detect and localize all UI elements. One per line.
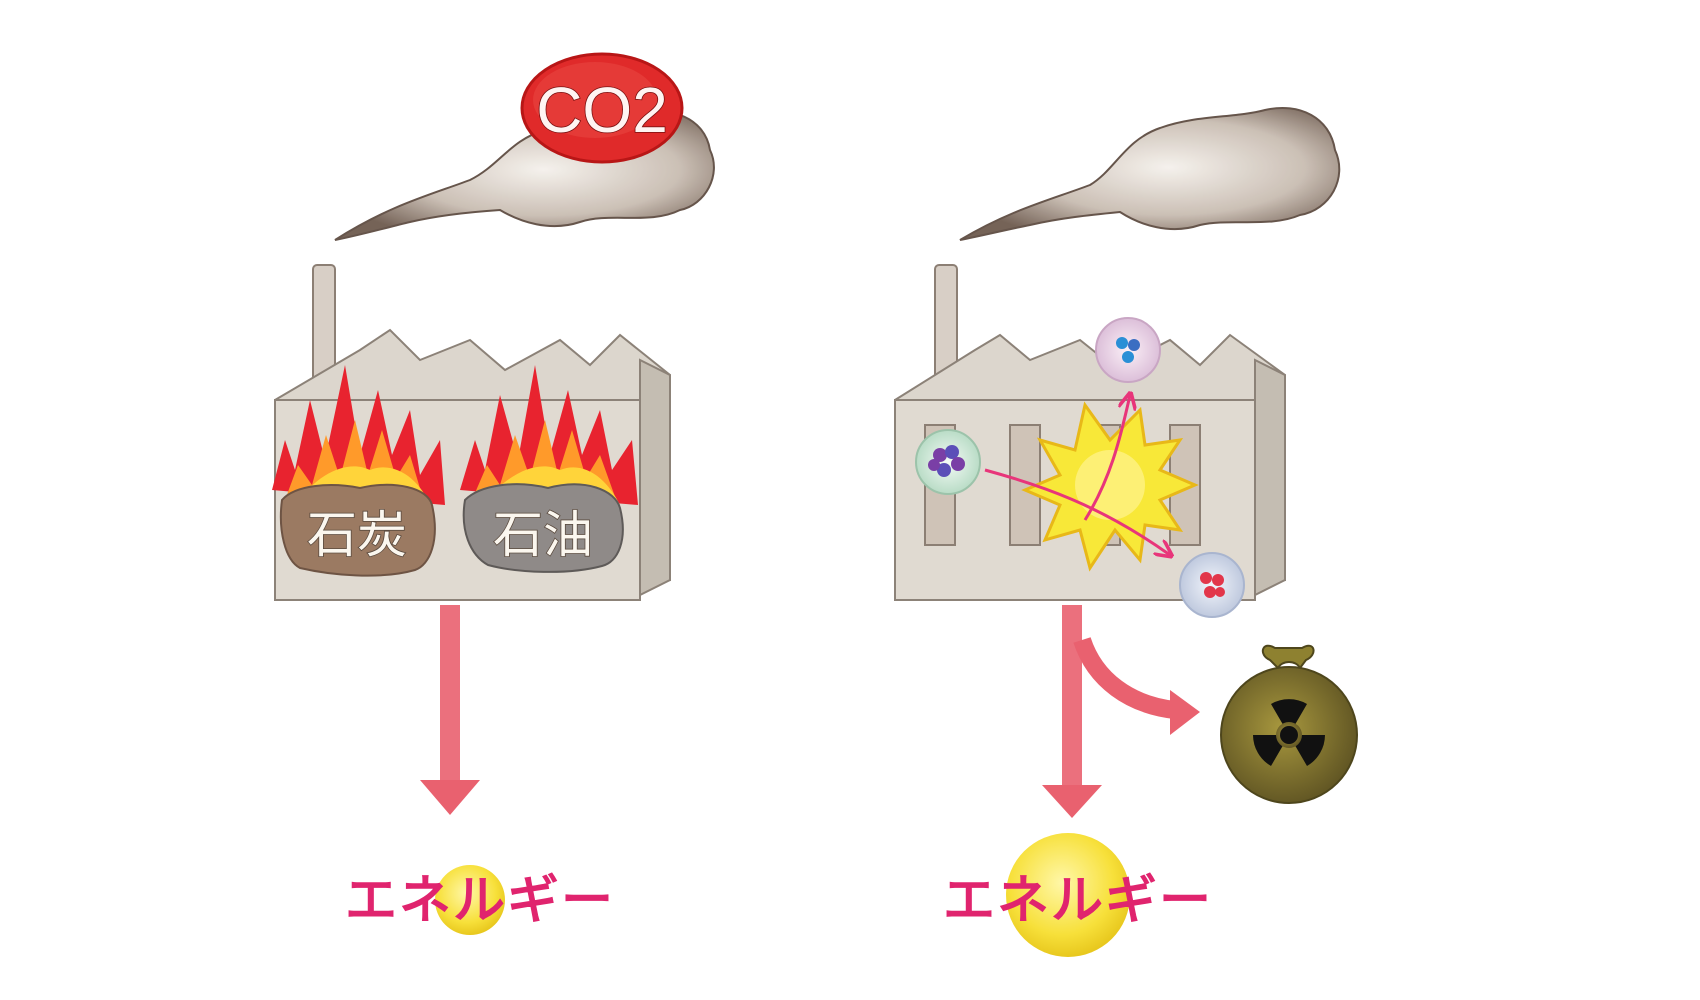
energy-label-right: エネルギー [943,871,1213,931]
smoke-cloud-icon [959,106,1341,241]
arrow-icon [1042,605,1200,818]
coal-pile: 石炭 [279,483,436,577]
atom-icon [1179,552,1245,618]
explosion-icon [1021,401,1199,572]
co2-badge: CO2 [520,52,684,164]
oil-pile: 石油 [462,483,624,573]
right-panel: エネルギー [894,106,1358,957]
left-panel: CO2 石炭 石油 [272,52,715,935]
energy-orb-icon [435,865,505,935]
radioactive-waste-bag-icon [1220,644,1358,804]
atom-icon [1095,317,1161,383]
fuel-label-oil: 石油 [493,506,593,564]
energy-label-left: エネルギー [345,871,615,931]
reaction-arrows [984,395,1170,555]
atom-icon [915,429,981,495]
energy-orb-icon [1006,833,1130,957]
arrow-icon [420,605,480,815]
co2-label: CO2 [536,74,668,146]
fuel-label-coal: 石炭 [307,506,407,564]
